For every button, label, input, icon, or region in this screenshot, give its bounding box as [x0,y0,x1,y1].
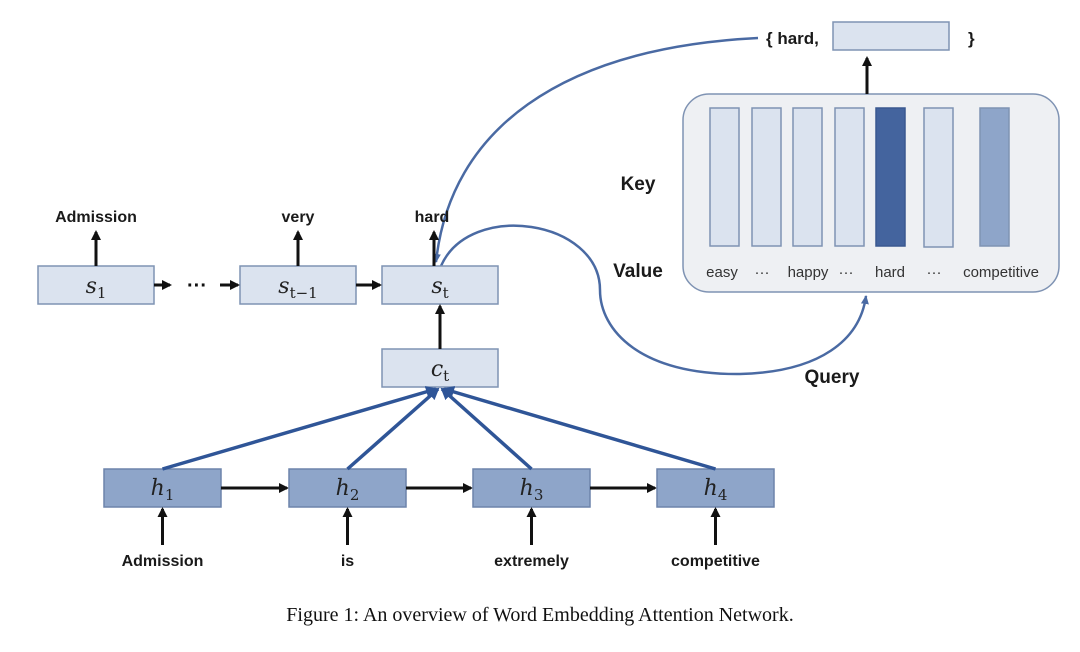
input-word: extremely [494,553,569,570]
decoder-state: st−1 very [239,209,357,305]
encoder-state-label-subscript: 4 [718,486,728,504]
attention-arrow [162,386,438,471]
key-label: Key [621,174,656,195]
decoder-state-label-symbol: s [431,274,442,299]
key-bar [923,107,954,248]
context-vector: ct [381,304,499,388]
memory-key-bars [709,107,1010,248]
input-word: Admission [122,553,204,570]
output-word: Admission [55,209,137,226]
encoder-state-label: h1 [151,476,175,504]
retrieval-curve [432,36,759,263]
value-word: ··· [927,264,942,281]
value-word: ··· [755,264,770,281]
encoder-state-box [103,468,222,508]
encoder-state-label: h3 [520,476,544,504]
key-bar [875,107,906,247]
memory-output-open: { hard, [766,29,819,48]
decoder-state-label-symbol: s [278,274,289,299]
value-word: hard [875,264,905,281]
value-word: easy [706,264,738,281]
key-bar [709,107,740,247]
key-bar [979,107,1010,247]
value-word: happy [788,264,829,281]
key-bar [751,107,782,247]
attention-arrows [162,386,716,471]
decoder-state-label-subscript: t [443,284,449,302]
memory-output-close: } [968,29,975,48]
decoder-state-box [37,265,155,305]
input-word: is [341,553,354,570]
query-label: Query [805,367,860,388]
encoder-state-label: h2 [336,476,360,504]
encoder-state-label-symbol: h [520,476,534,501]
encoder-state-label-symbol: h [704,476,718,501]
encoder-state-label-symbol: h [336,476,350,501]
ellipsis: ··· [187,275,207,297]
decoder-state-box [381,265,499,305]
figure-caption: Figure 1: An overview of Word Embedding … [286,604,794,626]
decoder-state: s1 Admission [37,209,155,305]
decoder-state-label-symbol: s [86,274,97,299]
encoder-state: h2 is [288,468,473,570]
encoder-state-box [288,468,407,508]
memory-value-words: easy ··· happy ··· hard ··· competitive [706,264,1039,281]
decoder-state-label-subscript: t−1 [290,284,318,302]
query-curve [439,224,869,376]
decoder-state: st hard [381,209,499,305]
attention-arrow [442,386,716,471]
input-word: competitive [671,553,760,570]
memory-output-slot [832,21,950,51]
value-word: ··· [839,264,854,281]
key-bar [792,107,823,247]
value-label: Value [613,261,663,282]
context-label-symbol: c [431,357,443,382]
encoder-state: h3 extremely [472,468,657,570]
decoder-state-label-subscript: 1 [97,284,107,302]
encoder-state-label-symbol: h [151,476,165,501]
context-label-subscript: t [443,367,449,385]
output-word: very [282,209,315,226]
decoder-state-label: st−1 [278,274,317,302]
decoder-state-label: st [431,274,448,302]
encoder-state-label-subscript: 2 [350,486,360,504]
value-word: competitive [963,264,1039,281]
decoder-state-label: s1 [86,274,107,302]
encoder-state-label-subscript: 3 [534,486,544,504]
encoder-state: h4 competitive [656,468,775,570]
key-bar [834,107,865,247]
context-label: ct [431,357,449,385]
context-box [381,348,499,388]
encoder-state-label: h4 [704,476,728,504]
encoder-state-box [656,468,775,508]
attention-arrow [346,387,440,471]
output-word: hard [415,209,450,226]
attention-arrow [440,387,533,471]
encoder-state-label-subscript: 1 [165,486,175,504]
